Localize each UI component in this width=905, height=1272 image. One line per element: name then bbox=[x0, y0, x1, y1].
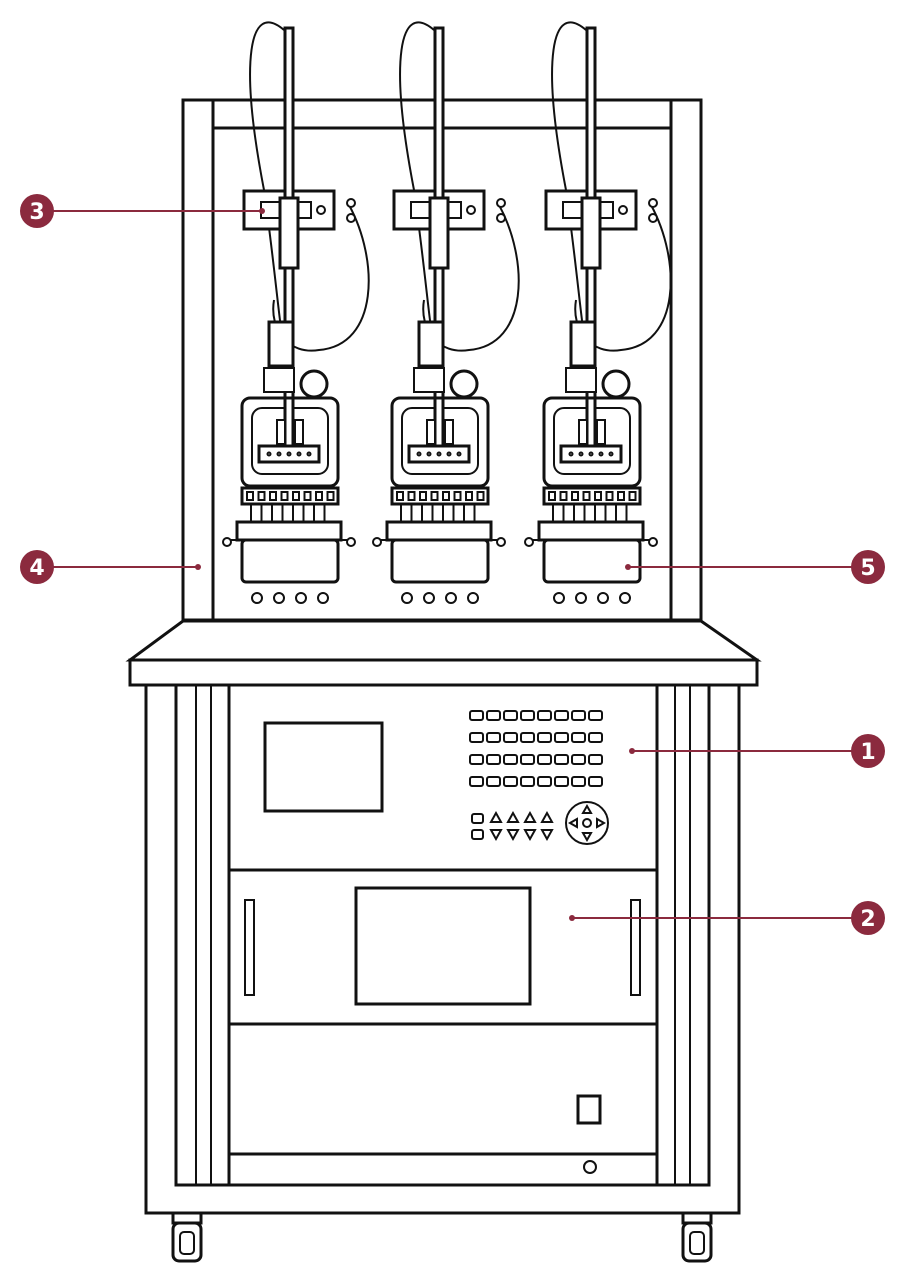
connector-hole bbox=[401, 592, 413, 604]
connector-hole bbox=[445, 592, 457, 604]
down-arrow-key bbox=[506, 829, 520, 842]
photo-sensor bbox=[601, 369, 631, 399]
drawer-window bbox=[354, 886, 532, 1006]
photo-sensor bbox=[299, 369, 329, 399]
connector-hole bbox=[575, 592, 587, 604]
keypad bbox=[469, 710, 603, 787]
meter-terminal-block bbox=[235, 520, 343, 542]
up-arrow-key bbox=[523, 810, 537, 823]
drawer-handle-left bbox=[244, 899, 255, 996]
keypad-key bbox=[520, 754, 535, 765]
down-arrow-key bbox=[489, 829, 503, 842]
callout-5: 5 bbox=[625, 550, 885, 584]
callout-number: 3 bbox=[29, 200, 44, 225]
callout-badge bbox=[851, 550, 885, 584]
control-display bbox=[263, 721, 384, 813]
down-arrow-key bbox=[523, 829, 537, 842]
keypad-key bbox=[571, 710, 586, 721]
meter-stations bbox=[222, 21, 672, 604]
callout-anchor-dot bbox=[629, 748, 635, 754]
connector-hole bbox=[423, 592, 435, 604]
keypad-key bbox=[537, 732, 552, 743]
down-arrow-key bbox=[540, 829, 554, 842]
connector-hole bbox=[317, 592, 329, 604]
meter-terminal-block bbox=[385, 520, 493, 542]
callout-anchor-dot bbox=[259, 208, 265, 214]
keypad-key bbox=[469, 754, 484, 765]
callout-badge bbox=[20, 194, 54, 228]
keypad-key bbox=[520, 710, 535, 721]
frame-post-right bbox=[669, 98, 703, 622]
keypad-key bbox=[469, 732, 484, 743]
connector-hole bbox=[597, 592, 609, 604]
connector-hole bbox=[295, 592, 307, 604]
up-arrow-key bbox=[540, 810, 554, 823]
meter-terminal-block bbox=[537, 520, 645, 542]
meter-station bbox=[222, 21, 370, 604]
connector-hole bbox=[619, 592, 631, 604]
photo-sensor bbox=[449, 369, 479, 399]
callout-number: 2 bbox=[860, 907, 875, 932]
keypad-key bbox=[571, 754, 586, 765]
keypad-key bbox=[520, 776, 535, 787]
keypad-key bbox=[503, 732, 518, 743]
meter-station bbox=[524, 21, 672, 604]
keypad-key bbox=[486, 732, 501, 743]
keypad-key bbox=[486, 710, 501, 721]
connector-hole bbox=[467, 592, 479, 604]
table-top bbox=[125, 619, 762, 687]
callout-number: 5 bbox=[860, 556, 875, 581]
keypad-key bbox=[588, 776, 603, 787]
keypad-key bbox=[571, 732, 586, 743]
keypad-key bbox=[588, 732, 603, 743]
keypad-key bbox=[571, 776, 586, 787]
connector-hole bbox=[553, 592, 565, 604]
keypad-key bbox=[486, 776, 501, 787]
keypad-key bbox=[537, 754, 552, 765]
keypad-key bbox=[537, 710, 552, 721]
frame-post-left bbox=[181, 98, 215, 622]
callout-4: 4 bbox=[20, 550, 201, 584]
keypad-key bbox=[588, 710, 603, 721]
power-switch bbox=[576, 1094, 602, 1125]
indicator-hole bbox=[583, 1160, 597, 1174]
callout-anchor-dot bbox=[569, 915, 575, 921]
callout-anchor-dot bbox=[625, 564, 631, 570]
up-arrow-key bbox=[506, 810, 520, 823]
callout-1: 1 bbox=[629, 734, 885, 768]
connector-hole bbox=[251, 592, 263, 604]
casters bbox=[171, 1211, 713, 1263]
callout-badge bbox=[20, 550, 54, 584]
callout-number: 1 bbox=[860, 740, 875, 765]
keypad-key bbox=[554, 732, 569, 743]
callout-2: 2 bbox=[569, 901, 885, 935]
keypad-key bbox=[486, 754, 501, 765]
bottom-compartment bbox=[227, 1022, 659, 1187]
keypad-key bbox=[520, 732, 535, 743]
callout-badge bbox=[851, 734, 885, 768]
keypad-key bbox=[554, 710, 569, 721]
drawer-handle-right bbox=[630, 899, 641, 996]
callout-number: 4 bbox=[29, 556, 44, 581]
keypad-key bbox=[503, 776, 518, 787]
control-panel bbox=[227, 683, 659, 872]
connector-hole bbox=[273, 592, 285, 604]
meter-station bbox=[372, 21, 520, 604]
keypad-key bbox=[469, 710, 484, 721]
up-arrow-key bbox=[489, 810, 503, 823]
keypad-key bbox=[503, 710, 518, 721]
source-drawer bbox=[227, 868, 659, 1026]
arrow-keys bbox=[471, 810, 554, 842]
keypad-key bbox=[554, 776, 569, 787]
keypad-key bbox=[588, 754, 603, 765]
callout-3: 3 bbox=[20, 194, 265, 228]
callouts: 1 2 3 4 5 bbox=[20, 194, 885, 935]
keypad-key bbox=[554, 754, 569, 765]
keypad-key bbox=[537, 776, 552, 787]
keypad-key bbox=[469, 776, 484, 787]
callout-anchor-dot bbox=[195, 564, 201, 570]
keypad-key bbox=[503, 754, 518, 765]
callout-badge bbox=[851, 901, 885, 935]
